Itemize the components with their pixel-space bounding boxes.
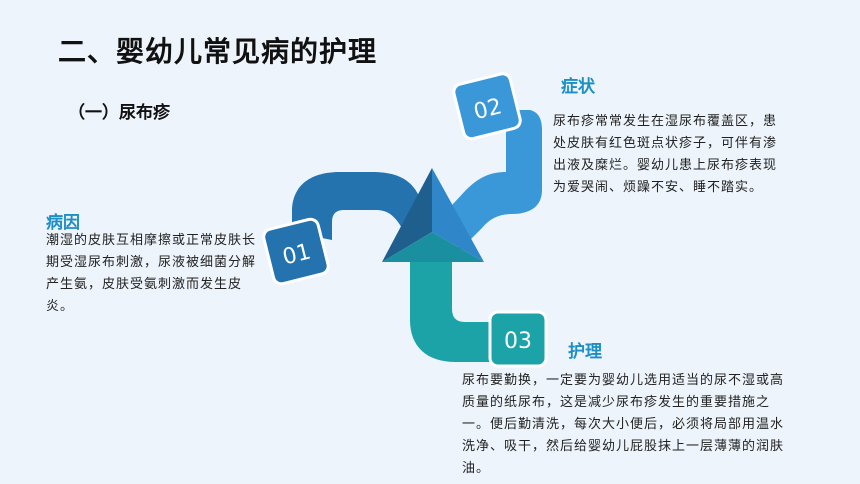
symptom-text: 尿布疹常常发生在湿尿布覆盖区，患处皮肤有红色斑点状疹子，可伴有渗出液及糜烂。婴幼…	[553, 114, 778, 195]
number-03: 03	[504, 329, 532, 354]
cause-text: 潮湿的皮肤互相摩擦或正常皮肤长期受湿尿布刺激，尿液被细菌分解产生氨，皮肤受氨刺激…	[46, 233, 257, 314]
arm-02	[440, 110, 542, 250]
pyramid-left-face	[382, 168, 432, 262]
symptom-heading: 症状	[561, 77, 595, 97]
care-heading: 护理	[568, 342, 602, 362]
care-text: 尿布要勤换，一定要为婴幼儿选用适当的尿不湿或高质量的纸尿布，这是减少尿布疹发生的…	[462, 373, 785, 476]
pyramid-bottom-face	[382, 232, 484, 262]
cause-heading: 病因	[46, 213, 80, 233]
section-subtitle: （一）尿布疹	[68, 103, 170, 123]
arm-03	[410, 256, 506, 362]
number-box-01	[262, 217, 330, 286]
page-title: 二、婴幼儿常见病的护理	[58, 35, 378, 68]
number-box-03	[488, 310, 548, 368]
pyramid-right-face	[432, 168, 484, 262]
arm-01	[292, 172, 436, 240]
number-box-02	[452, 72, 522, 141]
